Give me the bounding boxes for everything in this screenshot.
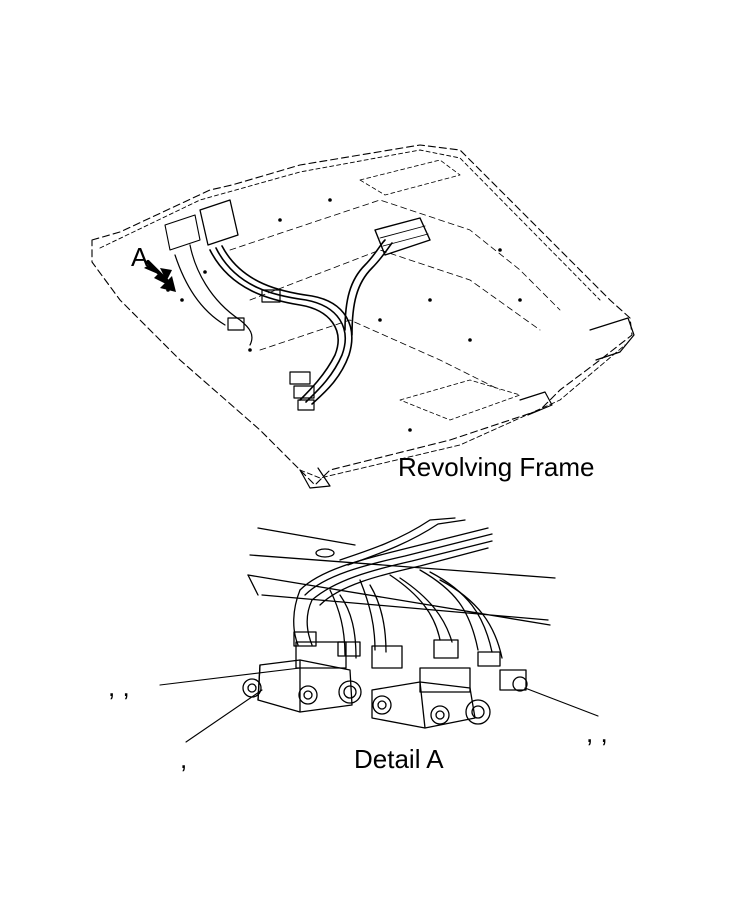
revolving-frame-drawing [91, 144, 635, 489]
callout-arrow [144, 260, 176, 292]
callout-letter-a: A [131, 242, 149, 272]
leader-label-left-lower: , [180, 744, 188, 774]
detail-a-caption: Detail A [354, 744, 444, 774]
detail-a-drawing [159, 517, 599, 743]
revolving-frame-caption: Revolving Frame [398, 452, 595, 482]
leader-label-right: , , [586, 718, 608, 748]
leader-label-left-upper: , , [108, 672, 130, 702]
